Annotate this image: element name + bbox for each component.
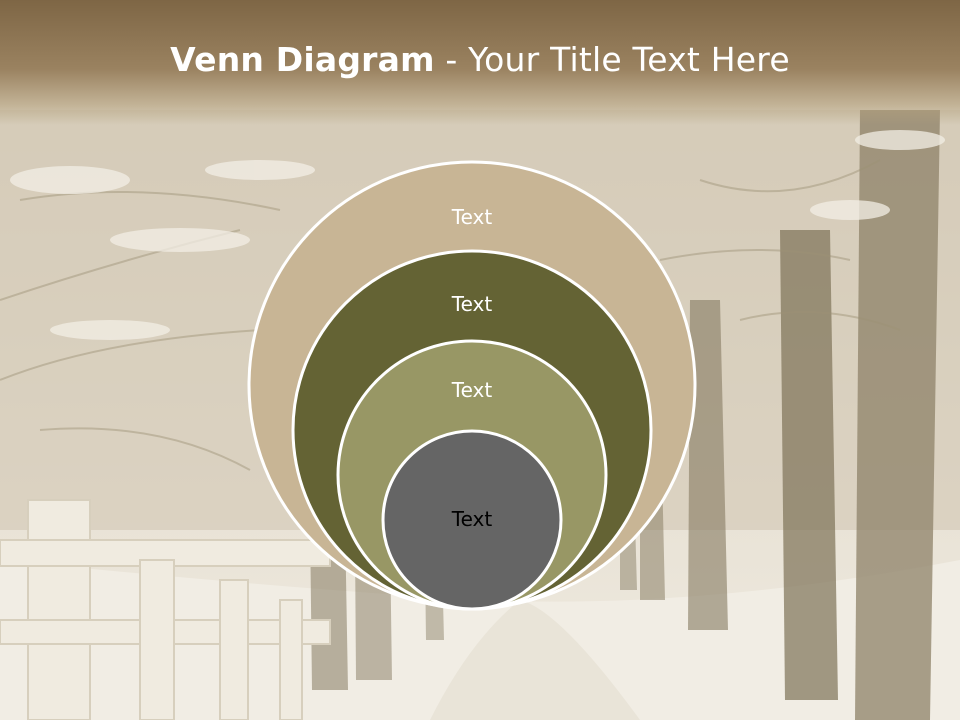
slide-title: Venn Diagram - Your Title Text Here	[0, 40, 960, 79]
slide-title-bold: Venn Diagram	[170, 40, 435, 79]
venn-label-3: Text	[451, 378, 493, 402]
venn-label-1: Text	[451, 205, 493, 229]
venn-label-4: Text	[451, 507, 493, 531]
header-band	[0, 0, 960, 125]
slide-title-rest: - Your Title Text Here	[434, 40, 790, 79]
venn-label-2: Text	[451, 292, 493, 316]
venn-circle-4: Text	[381, 429, 563, 611]
